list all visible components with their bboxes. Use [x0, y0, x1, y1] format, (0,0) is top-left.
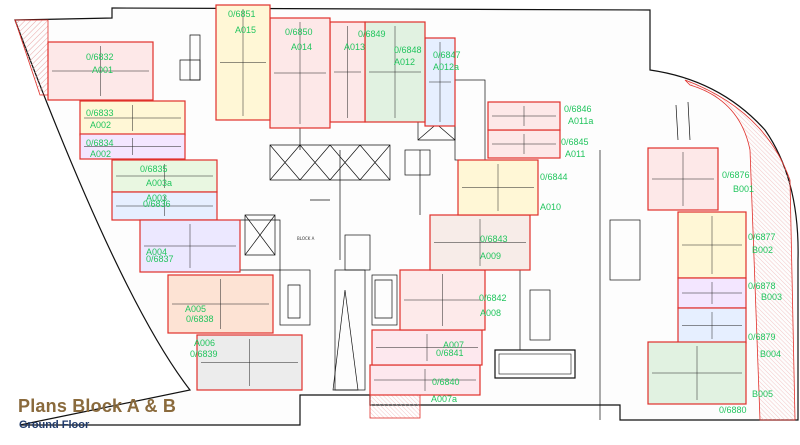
unit-code-label: 0/6834 — [86, 138, 114, 148]
room-partition — [220, 9, 266, 116]
room-partition — [201, 339, 298, 386]
unit-id-label: A007 — [443, 340, 464, 350]
unit-id-label: A002 — [90, 120, 111, 130]
unit-code-label: 0/6848 — [394, 45, 422, 55]
unit-code-label: 0/6840 — [432, 377, 460, 387]
unit-id-label: A010 — [540, 202, 561, 212]
room-partition — [682, 312, 742, 339]
room-partition — [682, 282, 742, 304]
unit-code-label: 0/6837 — [146, 254, 174, 264]
room-partition — [144, 224, 236, 268]
unit-code-label: 0/6839 — [190, 349, 218, 359]
plan-title: Plans Block A & B — [18, 396, 177, 416]
unit-code-label: 0/6878 — [748, 281, 776, 291]
unit-id-label: A012a — [433, 62, 459, 72]
room-partition — [429, 42, 451, 122]
unit-id-label: A013 — [344, 42, 365, 52]
unit-id-label: A015 — [235, 25, 256, 35]
unit-id-label: A008 — [480, 308, 501, 318]
unit-id-label: A005 — [185, 304, 206, 314]
hatched-curve — [684, 79, 796, 421]
unit-id-label: A002 — [90, 149, 111, 159]
unit-id-label: A007a — [431, 394, 457, 404]
unit-id-label: A012 — [394, 57, 415, 67]
unit-code-label: 0/6850 — [285, 27, 313, 37]
room-partition — [52, 46, 149, 96]
unit-id-label: A006 — [194, 338, 215, 348]
unit-code-label: 0/6879 — [748, 332, 776, 342]
unit-code-label: 0/6843 — [480, 234, 508, 244]
room-partition — [434, 219, 526, 266]
plan-subtitle: Ground Floor — [19, 419, 90, 431]
room-partition — [404, 274, 481, 326]
unit-id-label: A003 — [146, 193, 167, 203]
unit-code-label: 0/6847 — [433, 50, 461, 60]
unit-code-label: 0/6841 — [436, 348, 464, 358]
pool — [494, 349, 576, 379]
unit-rooms — [47, 4, 747, 405]
unit-labels: 0/6832A0010/6833A0020/6834A0020/6835A003… — [86, 9, 782, 415]
unit-code-label: 0/6835 — [140, 164, 168, 174]
unit-id-label: A003a — [146, 178, 172, 188]
room-partition — [652, 152, 714, 206]
unit-id-label: A011 — [565, 149, 585, 159]
room-partition — [369, 26, 421, 118]
unit-code-label: 0/6838 — [186, 314, 214, 324]
stairs — [244, 101, 691, 391]
unit-id-label: A014 — [291, 42, 312, 52]
room-partition — [84, 105, 181, 131]
room-partition — [84, 138, 181, 155]
block-label: BLOCK A — [297, 236, 315, 241]
room-partition — [334, 26, 361, 118]
unit-code-label: 0/6877 — [748, 232, 776, 242]
unit-id-label: A001 — [92, 65, 113, 75]
unit-id-label: A004 — [146, 247, 167, 257]
room-partition — [492, 106, 556, 126]
room-partition — [116, 196, 213, 216]
unit-id-label: A009 — [480, 251, 501, 261]
room-partition — [376, 334, 478, 361]
unit-id-label: B004 — [760, 349, 781, 359]
room-partition — [462, 164, 534, 211]
unit-id-label: B003 — [761, 292, 782, 302]
unit-code-label: 0/6844 — [540, 172, 568, 182]
room-partition — [682, 216, 742, 274]
room-partition — [274, 22, 326, 124]
unit-code-label: 0/6876 — [722, 170, 750, 180]
pool-inner — [498, 353, 572, 375]
room-partition — [374, 369, 476, 391]
unit-code-label: 0/6832 — [86, 52, 114, 62]
unit-code-label: 0/6880 — [719, 405, 747, 415]
unit-id-label: A011a — [568, 116, 593, 126]
room-partition — [116, 164, 213, 188]
room-partition — [652, 346, 742, 400]
unit-code-label: 0/6846 — [564, 104, 592, 114]
unit-id-label: B002 — [752, 245, 773, 255]
unit-id-label: B005 — [752, 389, 773, 399]
room-partition — [492, 134, 556, 154]
unit-code-label: 0/6851 — [228, 9, 256, 19]
hatched-corner — [14, 19, 49, 96]
unit-code-label: 0/6833 — [86, 108, 114, 118]
unit-code-label: 0/6836 — [143, 199, 171, 209]
room-partition — [172, 279, 269, 329]
unit-code-label: 0/6845 — [561, 137, 589, 147]
unit-code-label: 0/6849 — [358, 29, 386, 39]
unit-id-label: B001 — [733, 184, 754, 194]
unit-code-label: 0/6842 — [479, 293, 507, 303]
